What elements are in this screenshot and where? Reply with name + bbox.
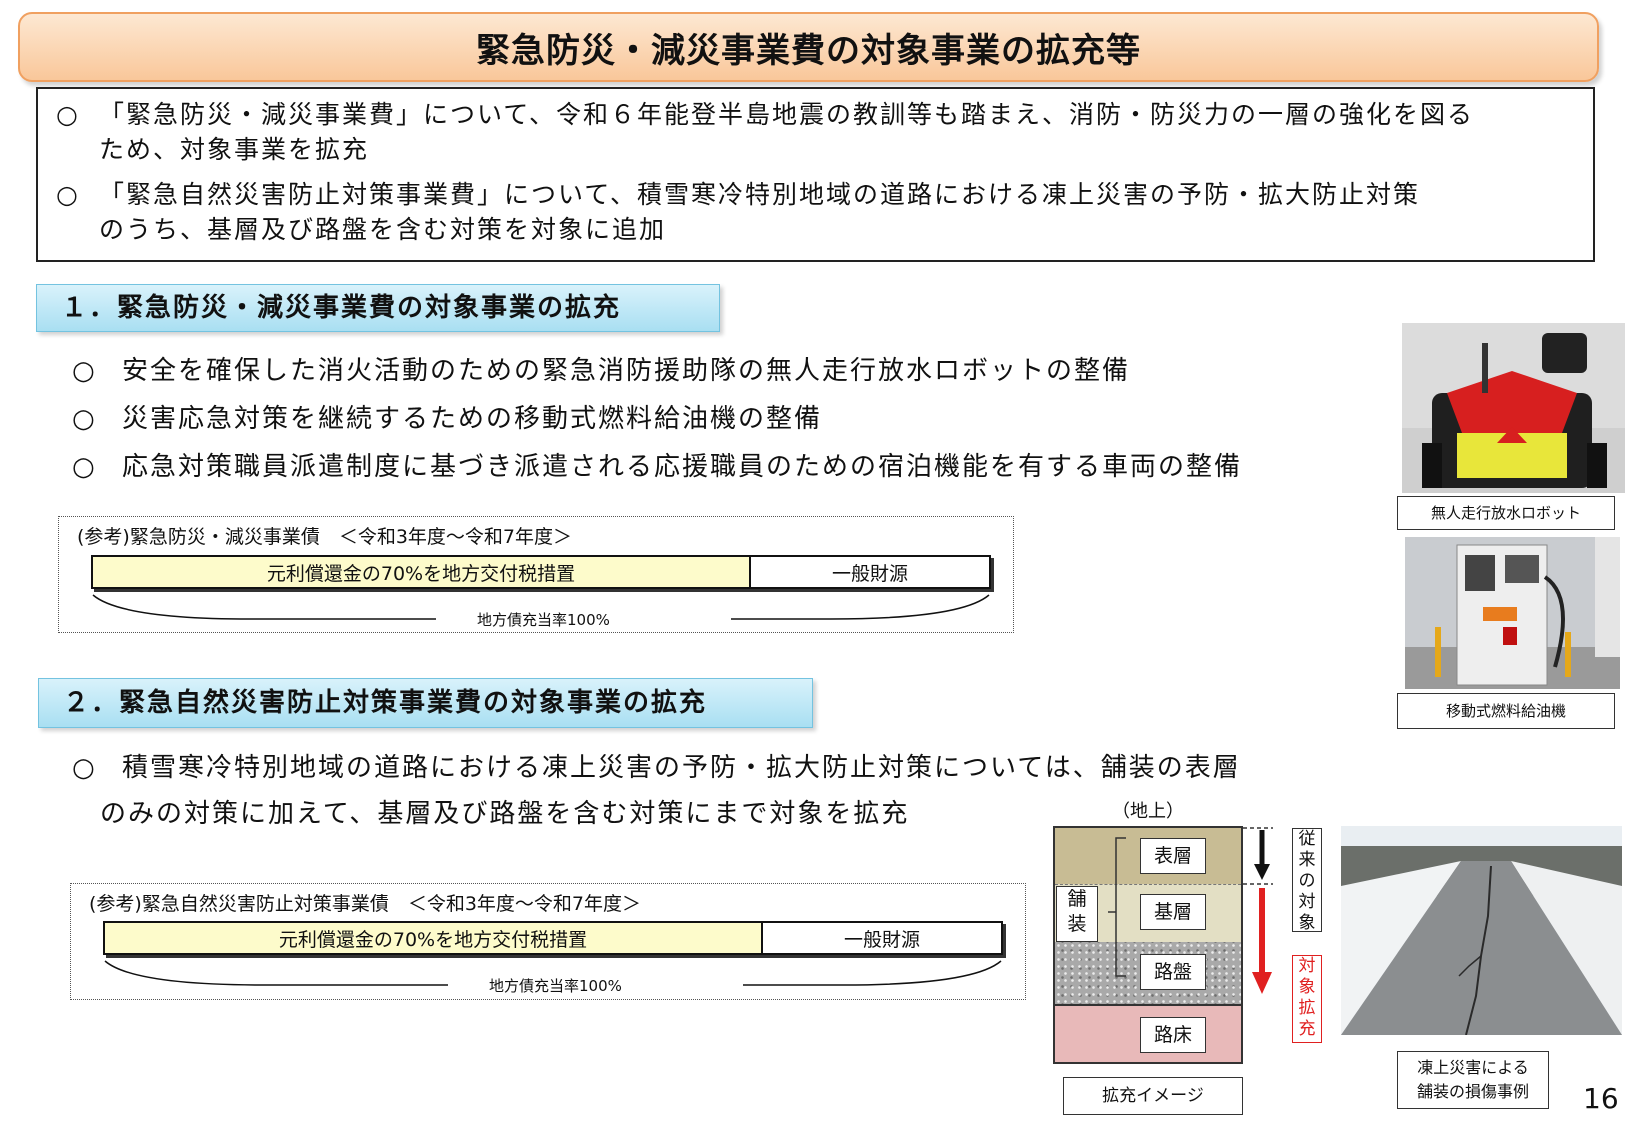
caption-line: 凍上災害による xyxy=(1417,1058,1529,1077)
robot-caption: 無人走行放水ロボット xyxy=(1397,496,1615,530)
fuel-caption: 移動式燃料給油機 xyxy=(1397,693,1615,729)
robot-photo xyxy=(1402,323,1625,493)
funding-bar: 元利償還金の70%を地方交付税措置 一般財源 xyxy=(103,921,1003,955)
bullet-text-continued: のみの対策に加えて、基層及び路盤を含む対策にまで対象を拡充 xyxy=(100,799,910,829)
brace-curve xyxy=(92,594,990,620)
pavement-bracket xyxy=(1108,837,1126,977)
road-icon xyxy=(1341,826,1622,1035)
circle-mark: ○ xyxy=(56,100,80,129)
label-char: 来 xyxy=(1298,850,1316,870)
circle-mark: ○ xyxy=(72,452,97,482)
section2-bullet: ○ 積雪寒冷特別地域の道路における凍上災害の予防・拡大防止対策については、舗装の表… xyxy=(72,750,1241,786)
layer-label-subbase: 路盤 xyxy=(1140,954,1206,990)
brace-label: 地方債充当率100% xyxy=(489,977,622,995)
circle-mark: ○ xyxy=(72,356,97,386)
caption-line: 舗装の損傷事例 xyxy=(1416,1082,1529,1101)
fuel-dispenser-photo xyxy=(1405,537,1620,689)
label-char: 対 xyxy=(1298,956,1316,976)
brace-label: 地方債充当率100% xyxy=(477,611,610,629)
circle-mark: ○ xyxy=(72,404,97,434)
summary-box: ○ 「緊急防災・減災事業費」について、令和６年能登半島地震の教訓等も踏まえ、消防… xyxy=(36,87,1595,262)
bullet-text: 安全を確保した消火活動のための緊急消防援助隊の無人走行放水ロボットの整備 xyxy=(122,356,1131,386)
arrow-down-icon xyxy=(1254,864,1270,880)
circle-mark: ○ xyxy=(72,753,97,783)
reference-box-2: (参考)緊急自然災害防止対策事業債 ＜令和3年度～令和7年度＞ 元利償還金の70… xyxy=(70,883,1026,1000)
expanded-scope-label: 対 象 拡 充 xyxy=(1292,955,1322,1043)
bullet-text: 災害応急対策を継続するための移動式燃料給油機の整備 xyxy=(122,404,823,434)
label-char: 対 xyxy=(1298,892,1316,912)
diagram-caption: 拡充イメージ xyxy=(1063,1077,1243,1115)
label-char: 象 xyxy=(1298,977,1316,997)
title-banner: 緊急防災・減災事業費の対象事業の拡充等 xyxy=(18,12,1599,82)
funding-bar-main: 元利償還金の70%を地方交付税措置 xyxy=(105,923,763,953)
summary-text-line: のうち、基層及び路盤を含む対策を対象に追加 xyxy=(99,215,667,244)
pavement-label-char: 舗 xyxy=(1067,888,1087,910)
label-char: 従 xyxy=(1298,829,1316,849)
summary-item: ○ 「緊急自然災害防止対策事業費」について、積雪寒冷特別地域の道路における凍上災… xyxy=(56,177,1420,247)
label-char: 象 xyxy=(1298,913,1316,933)
bullet-text: 積雪寒冷特別地域の道路における凍上災害の予防・拡大防止対策については、舗装の表層 xyxy=(122,753,1241,783)
layer-label-surface: 表層 xyxy=(1140,838,1206,874)
summary-text-line: ため、対象事業を拡充 xyxy=(99,135,370,164)
reference-box-1: (参考)緊急防災・減災事業債 ＜令和3年度～令和7年度＞ 元利償還金の70%を地… xyxy=(58,516,1014,633)
section2-heading: ２．緊急自然災害防止対策事業費の対象事業の拡充 xyxy=(38,678,813,728)
layer-divider xyxy=(1055,884,1241,885)
circle-mark: ○ xyxy=(56,180,80,209)
summary-text-line: 「緊急防災・減災事業費」について、令和６年能登半島地震の教訓等も踏まえ、消防・防… xyxy=(99,100,1475,129)
section1-bullet: ○ 災害応急対策を継続するための移動式燃料給油機の整備 xyxy=(72,401,822,437)
funding-bar-other: 一般財源 xyxy=(751,557,989,587)
road-damage-photo xyxy=(1341,826,1622,1035)
section1-bullet: ○ 安全を確保した消火活動のための緊急消防援助隊の無人走行放水ロボットの整備 xyxy=(72,353,1130,389)
label-char: の xyxy=(1298,871,1316,891)
pavement-label: 舗 装 xyxy=(1056,886,1098,942)
section1-bullet: ○ 応急対策職員派遣制度に基づき派遣される応援職員のための宿泊機能を有する車両の整… xyxy=(72,449,1242,485)
road-damage-caption: 凍上災害による 舗装の損傷事例 xyxy=(1397,1051,1549,1109)
reference-title: (参考)緊急防災・減災事業債 ＜令和3年度～令和7年度＞ xyxy=(77,526,573,548)
robot-icon xyxy=(1402,323,1625,493)
fuel-dispenser-icon xyxy=(1405,537,1620,689)
summary-text-line: 「緊急自然災害防止対策事業費」について、積雪寒冷特別地域の道路における凍上災害の… xyxy=(99,180,1421,209)
layer-label-subgrade: 路床 xyxy=(1140,1017,1206,1053)
arrow-down-icon xyxy=(1252,972,1272,994)
brace-curve xyxy=(104,960,1002,986)
funding-bar-main: 元利償還金の70%を地方交付税措置 xyxy=(93,557,751,587)
section1-heading: １．緊急防災・減災事業費の対象事業の拡充 xyxy=(36,284,720,332)
reference-title: (参考)緊急自然災害防止対策事業債 ＜令和3年度～令和7年度＞ xyxy=(89,893,642,915)
layer-label-base: 基層 xyxy=(1140,894,1206,930)
page-title: 緊急防災・減災事業費の対象事業の拡充等 xyxy=(476,30,1141,71)
funding-bar: 元利償還金の70%を地方交付税措置 一般財源 xyxy=(91,555,991,589)
funding-bar-other: 一般財源 xyxy=(763,923,1001,953)
label-char: 拡 xyxy=(1298,998,1316,1018)
previous-scope-label: 従 来 の 対 象 xyxy=(1292,828,1322,933)
page-number: 16 xyxy=(1583,1082,1619,1115)
pavement-label-char: 装 xyxy=(1067,913,1087,935)
label-char: 充 xyxy=(1298,1019,1316,1039)
scope-arrows xyxy=(1243,827,1273,994)
bullet-text: 応急対策職員派遣制度に基づき派遣される応援職員のための宿泊機能を有する車両の整備 xyxy=(122,452,1243,482)
summary-item: ○ 「緊急防災・減災事業費」について、令和６年能登半島地震の教訓等も踏まえ、消防… xyxy=(56,97,1474,167)
ground-label: （地上） xyxy=(1112,801,1184,822)
